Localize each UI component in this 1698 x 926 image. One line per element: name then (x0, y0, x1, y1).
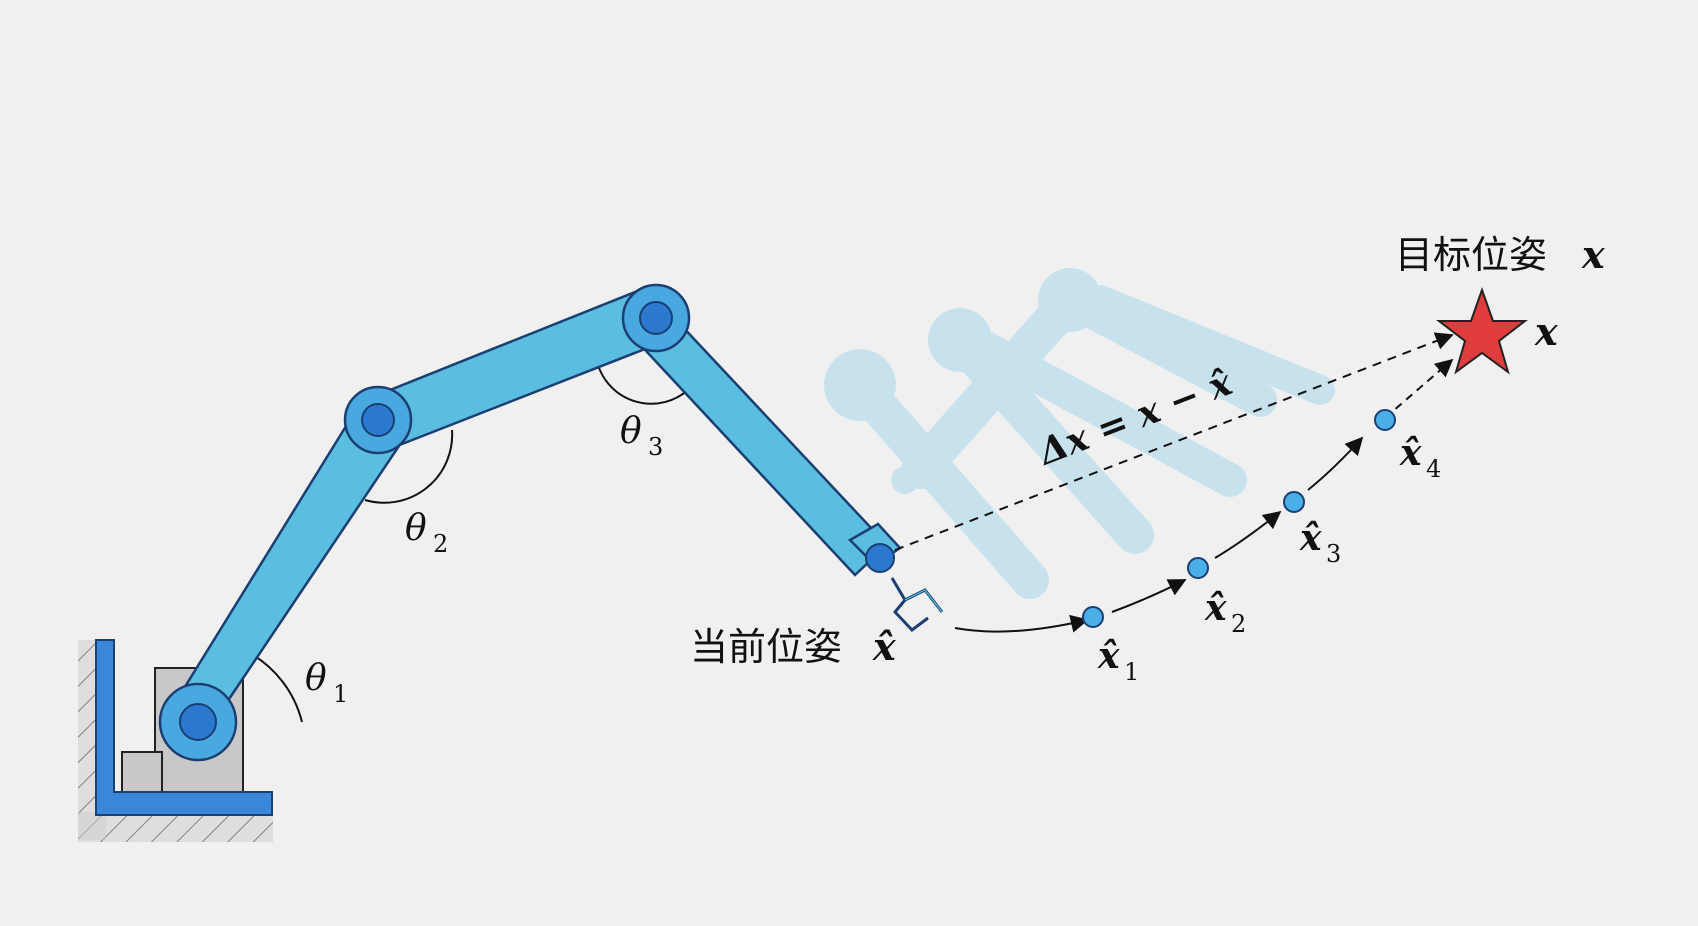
waypoint-2 (1187, 557, 1209, 579)
target-pose-label: 目标位姿 (1395, 233, 1547, 277)
waypoint-1 (1082, 606, 1104, 628)
waypoint-4 (1374, 409, 1396, 431)
angle-arc-1 (247, 651, 303, 723)
angle-label-3: θ 3 (620, 411, 663, 461)
svg-text:θ: θ (405, 508, 427, 549)
target-pose-symbol: x (1581, 232, 1606, 277)
waypoint-label-2: x̂ 2 (1204, 587, 1246, 638)
target-star-icon (1436, 287, 1528, 375)
joint-base (158, 682, 238, 762)
current-pose-label: 当前位姿 (690, 625, 842, 669)
svg-text:θ: θ (305, 658, 327, 699)
joint-end (865, 543, 895, 573)
traj-arrow-0 (954, 614, 1089, 633)
joint-2 (343, 385, 413, 455)
ghost-poses (824, 268, 1335, 599)
gripper-icon (890, 577, 944, 633)
ghost-pose-1 (824, 349, 1049, 599)
svg-text:1: 1 (333, 680, 348, 708)
traj-arrow-2 (1214, 510, 1282, 559)
svg-text:θ: θ (620, 411, 642, 452)
svg-text:x̂: x̂ (1097, 635, 1120, 677)
link-1 (181, 408, 405, 710)
svg-text:2: 2 (1231, 610, 1246, 638)
svg-text:x̂: x̂ (1299, 517, 1322, 559)
waypoint-label-3: x̂ 3 (1299, 517, 1341, 568)
svg-text:2: 2 (433, 530, 448, 558)
robot-arm (181, 288, 902, 710)
final-step-dashed (1384, 358, 1454, 419)
svg-text:3: 3 (648, 433, 663, 461)
svg-text:x̂: x̂ (1399, 432, 1422, 474)
joint-3 (621, 283, 691, 353)
target-star-symbol: x (1534, 309, 1559, 354)
svg-text:4: 4 (1426, 455, 1441, 483)
angle-label-2: θ 2 (405, 508, 448, 558)
svg-text:3: 3 (1326, 540, 1341, 568)
ghost-pose-4 (963, 285, 1335, 497)
delta-dashed-line (894, 332, 1454, 551)
waypoint-label-1: x̂ 1 (1097, 635, 1139, 686)
svg-text:1: 1 (1124, 658, 1139, 686)
traj-arrow-3 (1307, 436, 1364, 491)
waypoint-3 (1283, 491, 1305, 513)
waypoint-label-4: x̂ 4 (1399, 432, 1441, 483)
traj-arrow-1 (1111, 579, 1187, 613)
angle-arc-3 (597, 364, 689, 405)
svg-text:x̂: x̂ (1204, 587, 1227, 629)
angle-label-1: θ 1 (305, 658, 348, 708)
angle-arc-2 (364, 429, 454, 504)
current-pose-symbol: x̂ (872, 624, 897, 669)
